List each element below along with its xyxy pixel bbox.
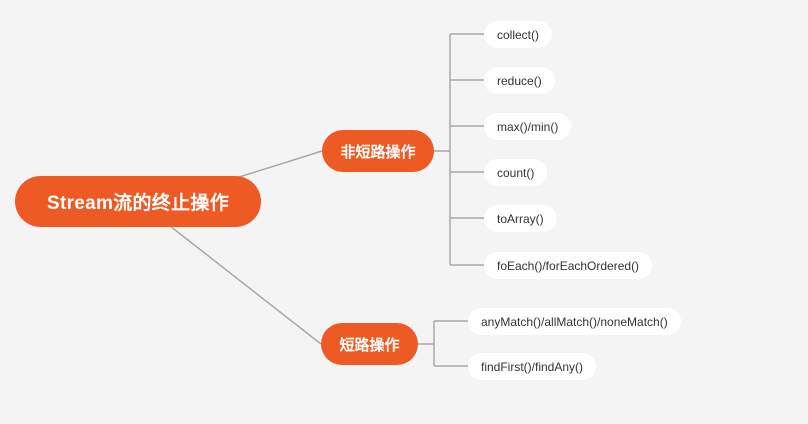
leaf-count: count() <box>484 159 548 186</box>
leaf-collect: collect() <box>484 21 553 48</box>
root-node: Stream流的终止操作 <box>15 176 261 227</box>
branch-node-non-short-circuit: 非短路操作 <box>322 130 434 172</box>
leaf-max-min: max()/min() <box>484 113 572 140</box>
leaf-find: findFirst()/findAny() <box>468 353 597 380</box>
branch-node-short-circuit: 短路操作 <box>321 323 418 365</box>
leaf-reduce: reduce() <box>484 67 555 94</box>
leaf-to-array: toArray() <box>484 205 557 232</box>
leaf-for-each: foEach()/forEachOrdered() <box>484 252 653 279</box>
edge-root-nonshort <box>235 150 323 179</box>
edge-root-short <box>169 225 322 345</box>
leaf-match: anyMatch()/allMatch()/noneMatch() <box>468 308 681 335</box>
